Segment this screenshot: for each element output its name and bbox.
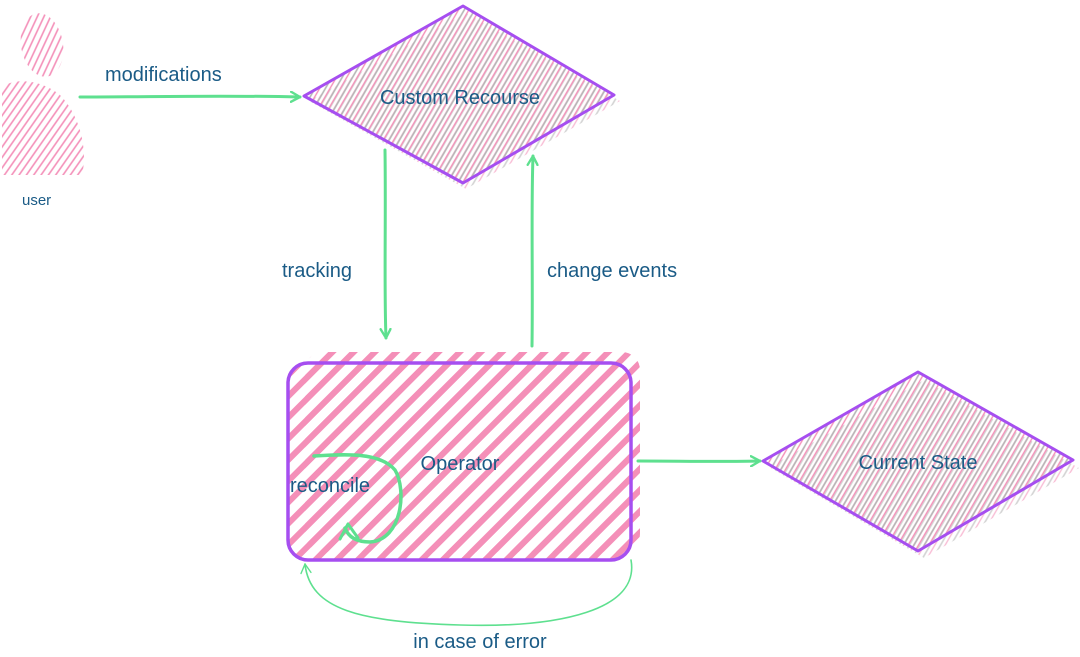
modifications-label: modifications bbox=[105, 64, 222, 86]
tracking-label: tracking bbox=[282, 260, 352, 282]
custom-resource-label: Custom Recourse bbox=[380, 87, 540, 109]
current-state-node[interactable]: Current State bbox=[761, 370, 1079, 558]
modifications-arrow bbox=[78, 96, 302, 97]
reconcile-loop-arrow bbox=[312, 452, 403, 544]
user-icon bbox=[2, 13, 84, 175]
change-events-label: change events bbox=[547, 260, 677, 282]
error-retry-arrow bbox=[300, 559, 633, 627]
current-state-label: Current State bbox=[859, 452, 978, 474]
change-events-arrow bbox=[532, 154, 533, 348]
operator-label: Operator bbox=[421, 453, 500, 475]
user-label: user bbox=[22, 192, 51, 209]
custom-resource-node[interactable]: Custom Recourse bbox=[302, 4, 620, 189]
in-case-of-error-label: in case of error bbox=[413, 631, 547, 653]
tracking-arrow bbox=[385, 148, 386, 340]
operator-node[interactable]: Operator bbox=[286, 352, 640, 562]
reconcile-label: reconcile bbox=[290, 475, 370, 497]
